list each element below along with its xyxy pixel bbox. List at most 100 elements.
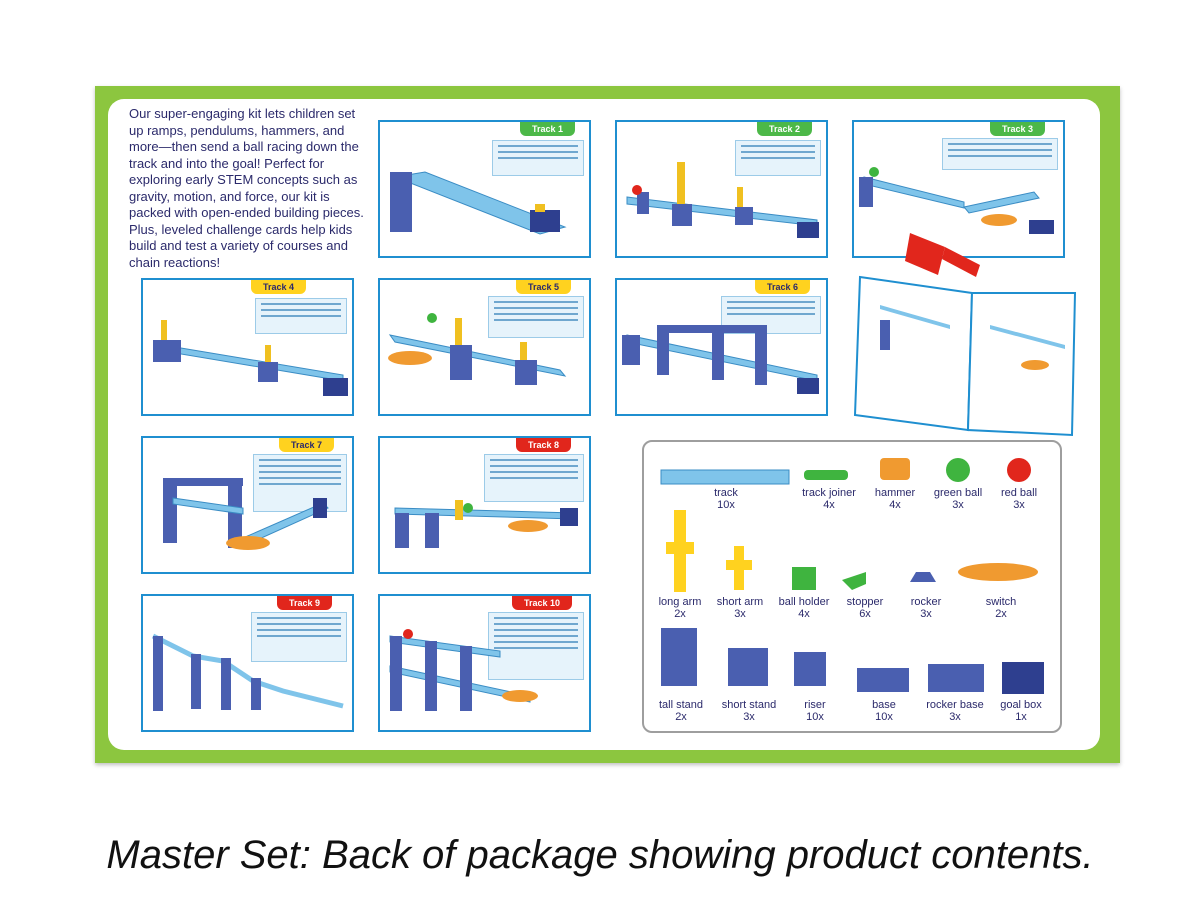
track-illustration <box>151 633 344 711</box>
part-name: short stand <box>721 699 777 711</box>
part-qty: 3x <box>952 499 964 511</box>
part-track-joiner: track joiner 4x <box>784 487 874 511</box>
track-card-4: Track 4 <box>141 278 354 416</box>
instruction-steps <box>488 296 584 338</box>
instruction-steps <box>488 612 584 680</box>
part-qty: 10x <box>875 711 893 723</box>
track-illustration <box>622 325 819 394</box>
part-switch: switch 2x <box>956 596 1046 620</box>
track-card-title: Track 8 <box>516 438 572 452</box>
instruction-steps <box>253 454 347 512</box>
track-card-title: Track 9 <box>277 596 333 610</box>
part-red-ball: red ball 3x <box>974 487 1064 511</box>
part-hammer: hammer 4x <box>850 487 940 511</box>
part-name: base <box>872 699 896 711</box>
red-ball-icon <box>1007 458 1031 482</box>
track-card-10: Track 10 <box>378 594 591 732</box>
ball-holder-icon <box>792 567 816 590</box>
part-tall-stand: tall stand 2x <box>636 699 726 723</box>
part-qty: 6x <box>859 608 871 620</box>
part-name: short arm <box>716 596 764 608</box>
part-qty: 1x <box>1015 711 1027 723</box>
part-name: goal box <box>1000 699 1042 711</box>
track-illustration <box>388 313 567 385</box>
part-goal-box: goal box 1x <box>976 699 1066 723</box>
instruction-booklet-illustration <box>853 233 1077 437</box>
part-long-arm: long arm 2x <box>635 596 725 620</box>
part-qty: 4x <box>798 608 810 620</box>
part-name: tall stand <box>658 699 704 711</box>
instruction-steps <box>255 298 347 334</box>
track-card-title: Track 7 <box>279 438 335 452</box>
hammer-icon <box>880 458 910 480</box>
part-name: rocker base <box>926 699 984 711</box>
track-card-6: Track 6 <box>615 278 828 416</box>
part-name: red ball <box>1000 487 1038 499</box>
tall-stand-icon <box>661 628 697 686</box>
track-card-title: Track 2 <box>757 122 813 136</box>
track-piece-icon <box>660 469 790 485</box>
part-name: green ball <box>933 487 983 499</box>
track-joiner-icon <box>804 470 848 480</box>
part-ball-holder: ball holder 4x <box>759 596 849 620</box>
image-caption: Master Set: Back of package showing prod… <box>106 833 1094 877</box>
instruction-steps <box>492 140 584 176</box>
track-card-5: Track 5 <box>378 278 591 416</box>
switch-icon <box>958 563 1038 581</box>
part-qty: 10x <box>806 711 824 723</box>
part-qty: 3x <box>1013 499 1025 511</box>
part-green-ball: green ball 3x <box>913 487 1003 511</box>
part-name: switch <box>985 596 1017 608</box>
part-qty: 2x <box>674 608 686 620</box>
track-illustration <box>626 162 819 238</box>
part-stopper: stopper 6x <box>820 596 910 620</box>
track-card-title: Track 3 <box>990 122 1046 136</box>
track-card-1: Track 1 <box>378 120 591 258</box>
track-illustration <box>859 167 1054 234</box>
stopper-icon <box>842 572 866 590</box>
product-description: Our super-engaging kit lets children set… <box>129 106 364 270</box>
part-base: base 10x <box>839 699 929 723</box>
goal-box-icon <box>1002 662 1044 694</box>
part-qty: 3x <box>734 608 746 620</box>
short-stand-icon <box>728 648 768 686</box>
track-card-title: Track 1 <box>520 122 576 136</box>
riser-icon <box>794 652 826 686</box>
part-track: track 10x <box>681 487 771 511</box>
rocker-icon <box>910 572 936 582</box>
part-name: rocker <box>910 596 942 608</box>
part-riser: riser 10x <box>770 699 860 723</box>
part-name: riser <box>804 699 826 711</box>
track-card-title: Track 5 <box>516 280 572 294</box>
part-name: track <box>714 487 738 499</box>
track-card-9: Track 9 <box>141 594 354 732</box>
part-name: track joiner <box>802 487 856 499</box>
part-rocker-base: rocker base 3x <box>910 699 1000 723</box>
part-short-stand: short stand 3x <box>704 699 794 723</box>
track-illustration <box>394 500 578 548</box>
part-qty: 4x <box>823 499 835 511</box>
track-illustration <box>153 320 348 396</box>
track-illustration <box>389 629 538 711</box>
track-card-title: Track 4 <box>251 280 307 294</box>
instruction-steps <box>735 140 821 176</box>
instruction-steps <box>251 612 347 662</box>
part-short-arm: short arm 3x <box>695 596 785 620</box>
track-illustration <box>163 478 329 550</box>
base-icon <box>857 668 909 692</box>
track-card-3: Track 3 <box>852 120 1065 258</box>
part-qty: 10x <box>717 499 735 511</box>
green-ball-icon <box>946 458 970 482</box>
parts-illustrations <box>660 458 1044 694</box>
track-card-7: Track 7 <box>141 436 354 574</box>
part-qty: 2x <box>995 608 1007 620</box>
track-illustration <box>390 171 567 235</box>
part-rocker: rocker 3x <box>881 596 971 620</box>
part-qty: 3x <box>743 711 755 723</box>
part-qty: 2x <box>675 711 687 723</box>
part-name: stopper <box>846 596 884 608</box>
instruction-steps <box>484 454 584 502</box>
part-name: ball holder <box>778 596 830 608</box>
rocker-base-icon <box>928 664 984 692</box>
part-name: long arm <box>658 596 702 608</box>
